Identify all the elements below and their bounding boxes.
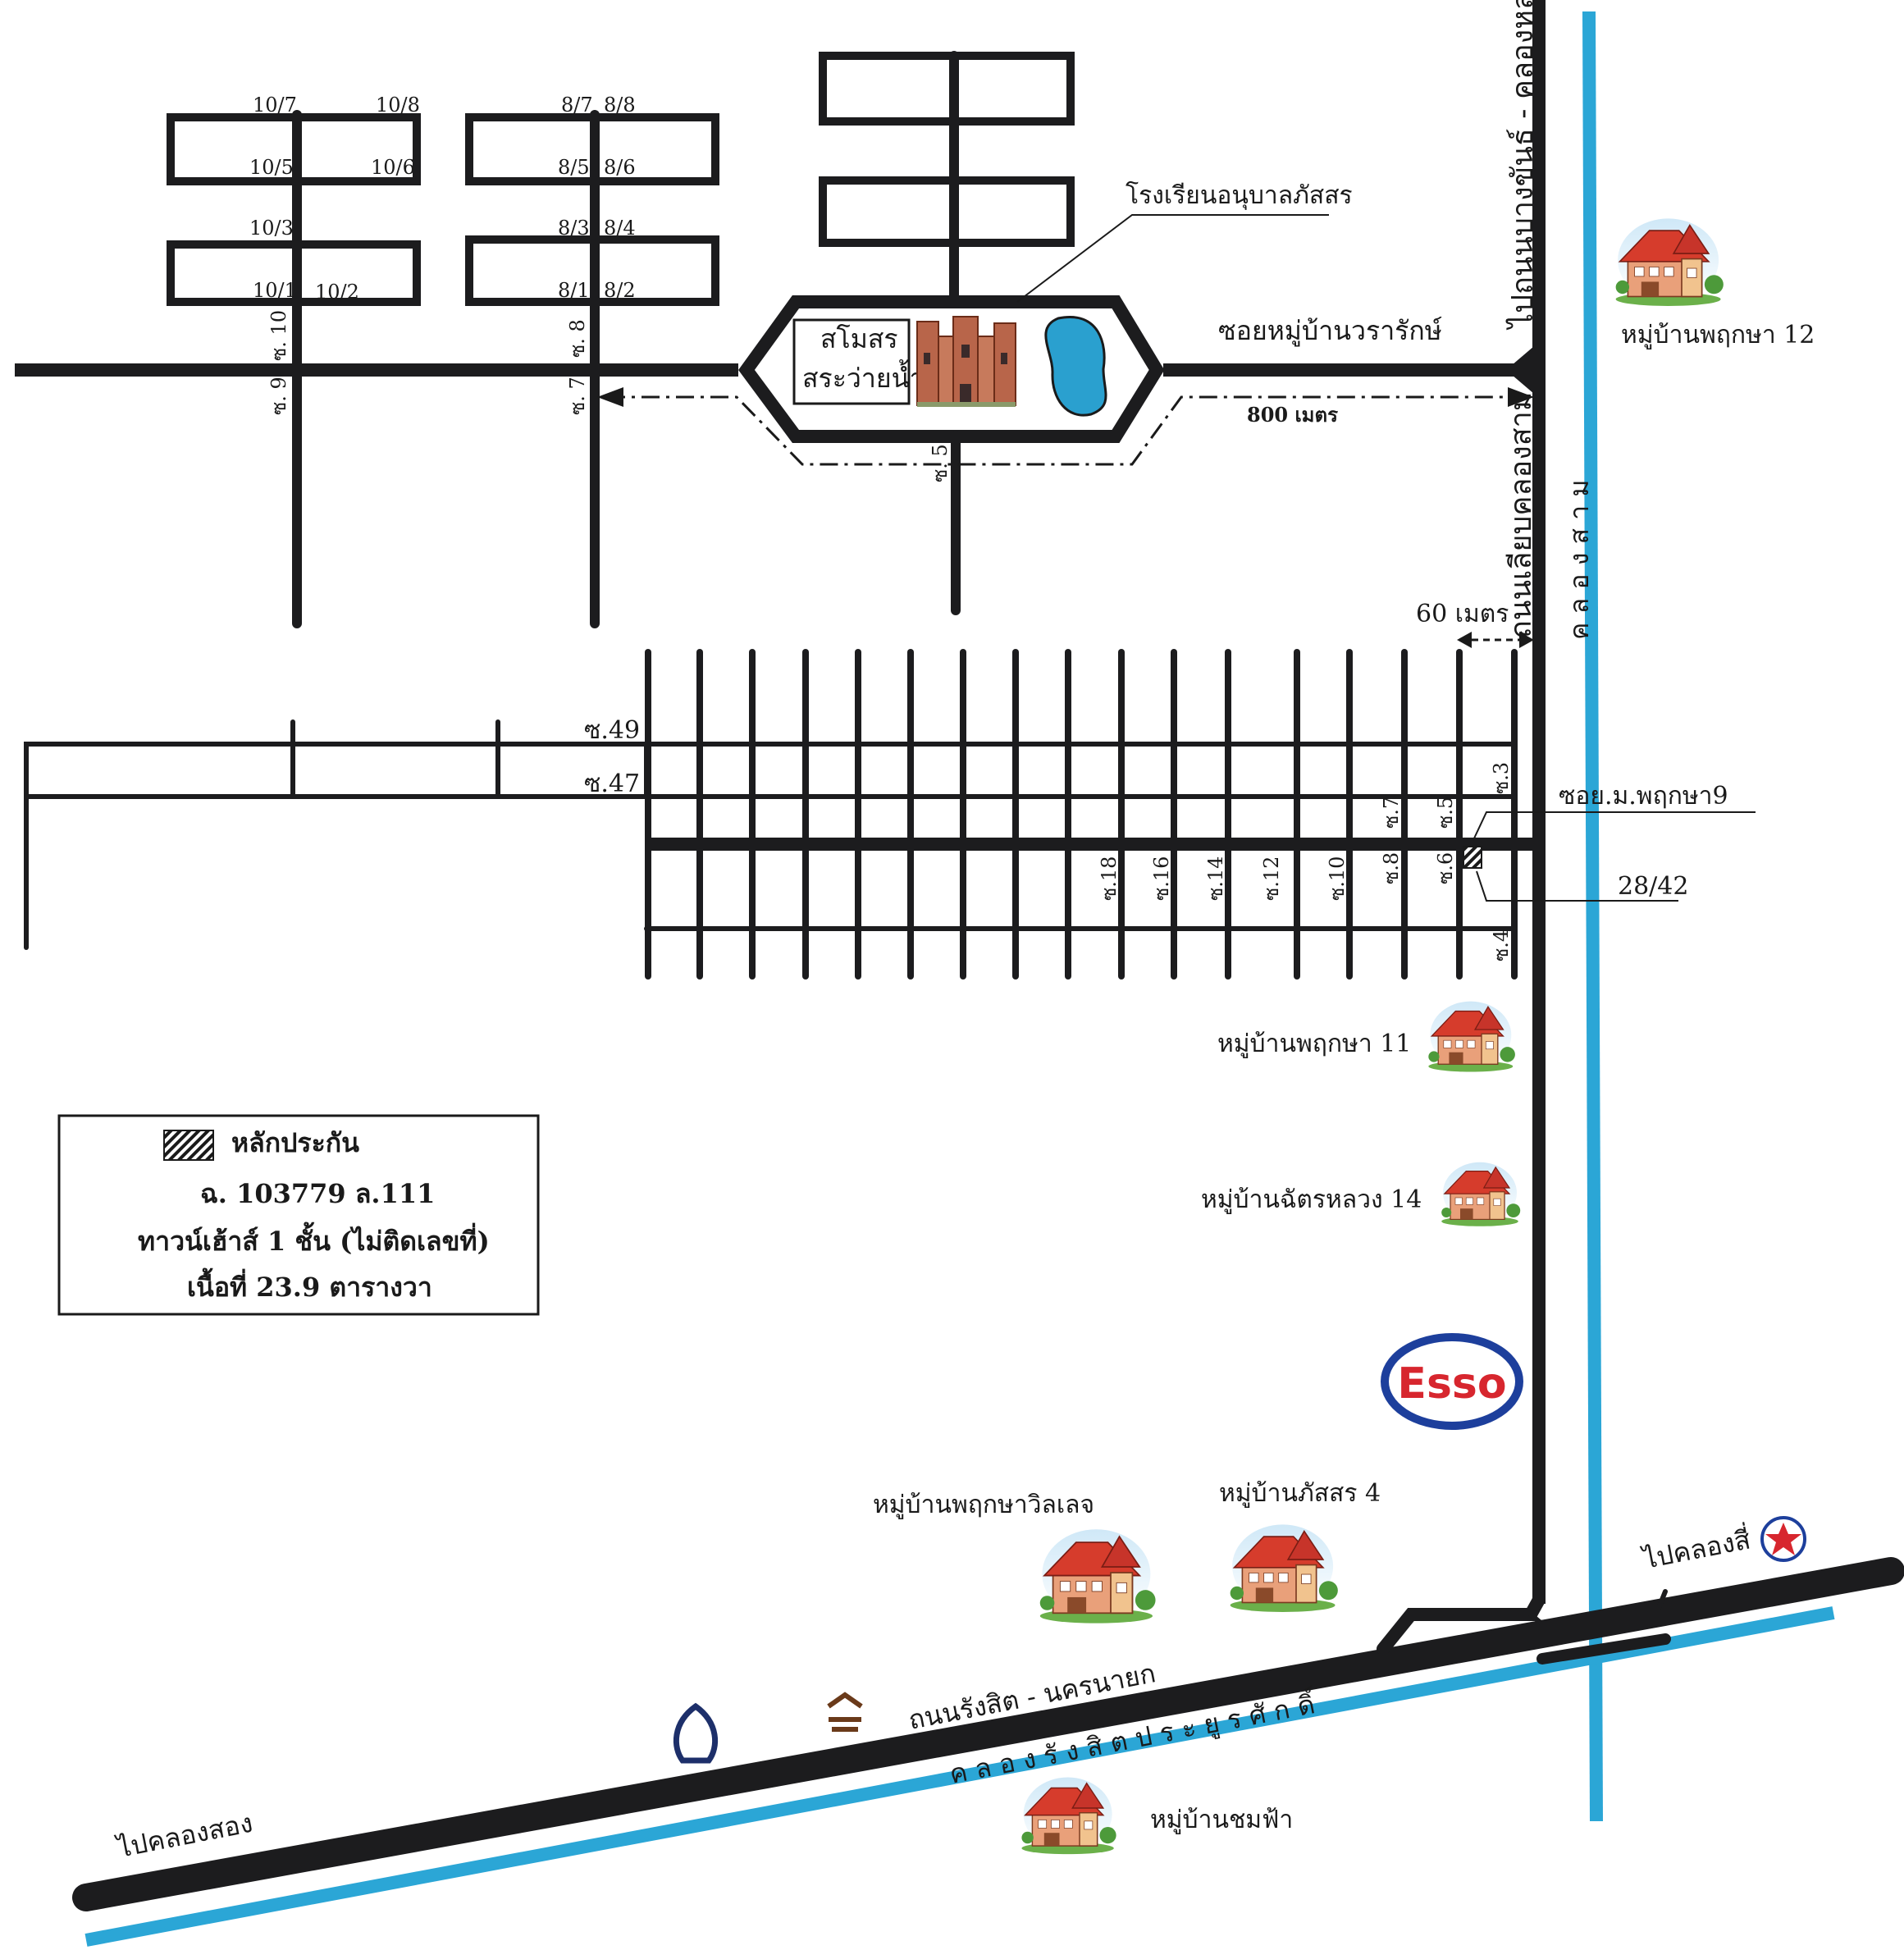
castle-icon: [916, 316, 1016, 407]
house-icon-village-chomfa: [1020, 1776, 1117, 1855]
svg-text:8/6: 8/6: [604, 156, 636, 179]
school-leader: [1016, 214, 1329, 303]
distance-60-label: 60 เมตร: [1416, 600, 1509, 628]
to-khlong-2-label: ไปคลองสอง: [112, 1807, 255, 1865]
bank-icon-scb: [673, 1702, 719, 1764]
soi-pruksa9-leader: [1473, 811, 1756, 841]
svg-text:10/8: 10/8: [376, 94, 420, 116]
distance-800m: [597, 387, 1534, 466]
pool-label: สระว่ายน้ำ: [802, 359, 924, 394]
svg-text:ซ.7: ซ.7: [1380, 797, 1403, 829]
lake: [1044, 316, 1107, 417]
bang-khan-road-label: ไปถนนบางขันธ์ - คลองหลวง: [1505, 0, 1540, 331]
bank-icon-kbank: [825, 1692, 865, 1732]
village-12-label: หมู่บ้านพฤกษา 12: [1621, 321, 1815, 349]
star-fuel-icon: [1760, 1516, 1806, 1562]
village-chat-label: หมู่บ้านฉัตรหลวง 14: [1201, 1185, 1422, 1214]
svg-text:ซ.6: ซ.6: [1434, 852, 1457, 884]
svg-text:10/2: 10/2: [315, 281, 359, 304]
distance-60m: [1457, 632, 1534, 648]
svg-text:ซ.49: ซ.49: [584, 716, 640, 745]
to-khlong-4-label: ไปคลองสี่: [1638, 1521, 1753, 1575]
svg-text:ซ.16: ซ.16: [1150, 856, 1173, 901]
village-chomfa-label: หมู่บ้านชมฟ้า: [1150, 1806, 1293, 1834]
house-icon-village-passorn4: [1229, 1523, 1339, 1613]
svg-text:8/7: 8/7: [561, 94, 593, 116]
svg-text:8/4: 8/4: [604, 217, 636, 240]
connector-road: [1377, 1593, 1546, 1655]
legend-line2: ทาวน์เฮ้าส์ 1 ชั้น (ไม่ติดเลขที่): [138, 1222, 490, 1257]
svg-text:ซ. 7: ซ. 7: [566, 377, 589, 415]
svg-text:ซ. 9: ซ. 9: [267, 377, 290, 415]
svg-text:ซ.4: ซ.4: [1490, 929, 1513, 961]
svg-text:8/2: 8/2: [604, 279, 636, 302]
village-passorn4-label: หมู่บ้านภัสสร 4: [1219, 1479, 1381, 1508]
svg-text:10/6: 10/6: [371, 156, 415, 179]
distance-800-label: 800 เมตร: [1247, 403, 1338, 427]
svg-text:ซ.47: ซ.47: [584, 769, 640, 798]
svg-text:10/7: 10/7: [253, 94, 297, 116]
svg-text:ซ.12: ซ.12: [1260, 856, 1283, 901]
soi-wararak-label: ซอยหมู่บ้านวรารักษ์: [1218, 315, 1442, 347]
house-no-leader: [1476, 870, 1678, 902]
club-box: [792, 318, 911, 405]
khlong-3-canal-label: ค ล อ ง ส า ม: [1564, 480, 1595, 640]
soi-pruksa9-label: ซอย.ม.พฤกษา9: [1559, 782, 1728, 811]
svg-text:ซ.10: ซ.10: [1326, 856, 1349, 901]
canal-khlong-3: [1582, 11, 1603, 1822]
svg-text:ซ.3: ซ.3: [1490, 762, 1513, 794]
house-icon-village-villege: [1039, 1528, 1157, 1624]
khlong-3-road-label: ถนนเลียบคลองสาม: [1504, 391, 1538, 638]
svg-text:ซ. 5: ซ. 5: [929, 444, 952, 482]
esso-logo: Esso: [1381, 1333, 1523, 1430]
house-icon-village-11: [1427, 1001, 1516, 1073]
svg-text:ซ.8: ซ.8: [1380, 852, 1403, 884]
legend-line3: เนื้อที่ 23.9 ตารางวา: [187, 1267, 432, 1303]
svg-text:ซ. 8: ซ. 8: [566, 319, 589, 358]
svg-text:10/3: 10/3: [249, 217, 294, 240]
svg-text:8/1: 8/1: [558, 279, 590, 302]
house-icon-village-chat: [1441, 1162, 1521, 1227]
legend-line1: ฉ. 103779 ล.111: [200, 1178, 435, 1209]
legend-title: หลักประกัน: [231, 1127, 359, 1158]
house-no-label: 28/42: [1618, 872, 1688, 901]
plot-numbers: 10/7 10/8 10/5 10/6 10/3 10/1 10/2 8/7 8…: [249, 94, 636, 304]
svg-text:8/8: 8/8: [604, 94, 636, 116]
svg-text:10/5: 10/5: [249, 156, 294, 179]
svg-text:10/1: 10/1: [253, 279, 297, 302]
legend-hatch-swatch: [163, 1130, 214, 1161]
svg-text:ซ.18: ซ.18: [1098, 856, 1121, 901]
school-label: โรงเรียนอนุบาลภัสสร: [1126, 180, 1353, 211]
house-icon-village-12: [1614, 217, 1724, 307]
canal-rangsit: [84, 1606, 1835, 1947]
village-villege-label: หมู่บ้านพฤกษาวิลเลจ: [873, 1491, 1094, 1519]
svg-text:ซ.14: ซ.14: [1204, 856, 1227, 901]
lower-soi-labels: ซ.49 ซ.47 ซ.18 ซ.16 ซ.14 ซ.12 ซ.10 ซ.8 ซ…: [584, 716, 1513, 961]
upper-soi-labels: ซ. 10 ซ. 9 ซ. 8 ซ. 7 ซ. 5: [267, 310, 952, 482]
legend-box: หลักประกัน ฉ. 103779 ล.111 ทาวน์เฮ้าส์ 1…: [57, 1114, 540, 1316]
rangsit-road: [72, 1557, 1904, 1911]
village-11-label: หมู่บ้านพฤกษา 11: [1217, 1030, 1411, 1058]
svg-text:ซ.5: ซ.5: [1434, 797, 1457, 829]
esso-text: Esso: [1397, 1359, 1506, 1409]
svg-text:ซ. 10: ซ. 10: [267, 310, 290, 361]
club-label: สโมสร: [820, 323, 898, 354]
svg-text:8/3: 8/3: [558, 217, 590, 240]
svg-text:8/5: 8/5: [558, 156, 590, 179]
collateral-marker: [1463, 846, 1482, 869]
